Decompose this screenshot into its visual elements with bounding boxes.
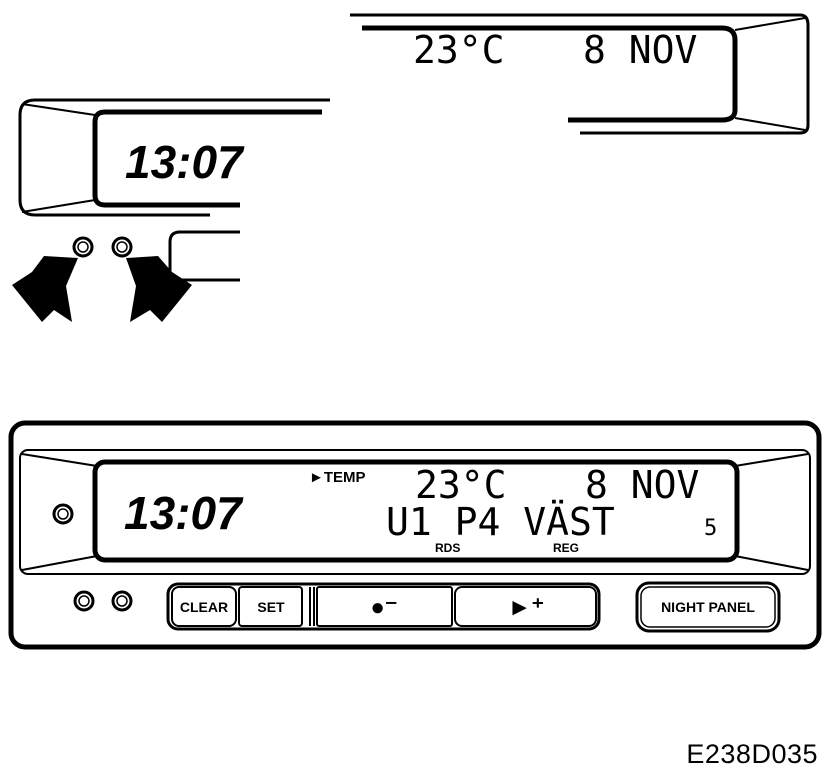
plus-button[interactable]: ►⁺: [454, 586, 597, 627]
plus-button-label: ►⁺: [508, 594, 544, 621]
top-left-display-detail: 13:07: [18, 98, 330, 217]
set-button[interactable]: SET: [238, 586, 303, 627]
panel-radio-station: U1 P4 VÄST: [386, 500, 615, 544]
arrow-right-icon: [126, 256, 192, 322]
panel-date: 8 NOV: [585, 463, 699, 507]
arrow-left-icon: [12, 256, 78, 322]
panel-clock: 13:07: [124, 487, 244, 539]
night-panel-button[interactable]: NIGHT PANEL: [635, 581, 781, 633]
clear-button[interactable]: CLEAR: [171, 586, 237, 627]
panel-round-button-right[interactable]: [111, 590, 133, 612]
clear-button-label: CLEAR: [180, 599, 228, 615]
minus-button[interactable]: ●⁻: [316, 586, 453, 627]
reg-label: REG: [553, 541, 579, 555]
night-panel-button-label: NIGHT PANEL: [661, 599, 755, 615]
panel-round-button-left[interactable]: [73, 590, 95, 612]
radio-panel: 13:07 ►TEMP 23°C 8 NOV U1 P4 VÄST 5 RDS …: [8, 420, 822, 650]
panel-indicator-light: [52, 503, 74, 525]
rds-label: RDS: [435, 541, 460, 555]
round-button-left[interactable]: [72, 236, 94, 258]
round-button-right[interactable]: [111, 236, 133, 258]
temp-indicator: ►TEMP: [309, 469, 366, 486]
minus-button-label: ●⁻: [370, 594, 397, 621]
top-right-temp: 23°C: [413, 28, 505, 72]
top-left-buttons-detail: [12, 230, 240, 322]
top-right-date: 8 NOV: [583, 28, 697, 72]
top-left-clock: 13:07: [125, 136, 245, 188]
figure-code: E238D035: [686, 739, 818, 769]
panel-signal-level: 5: [704, 516, 717, 541]
set-button-label: SET: [257, 599, 285, 615]
panel-temp: 23°C: [415, 463, 507, 507]
top-right-display-detail: 23°C 8 NOV: [350, 13, 810, 135]
